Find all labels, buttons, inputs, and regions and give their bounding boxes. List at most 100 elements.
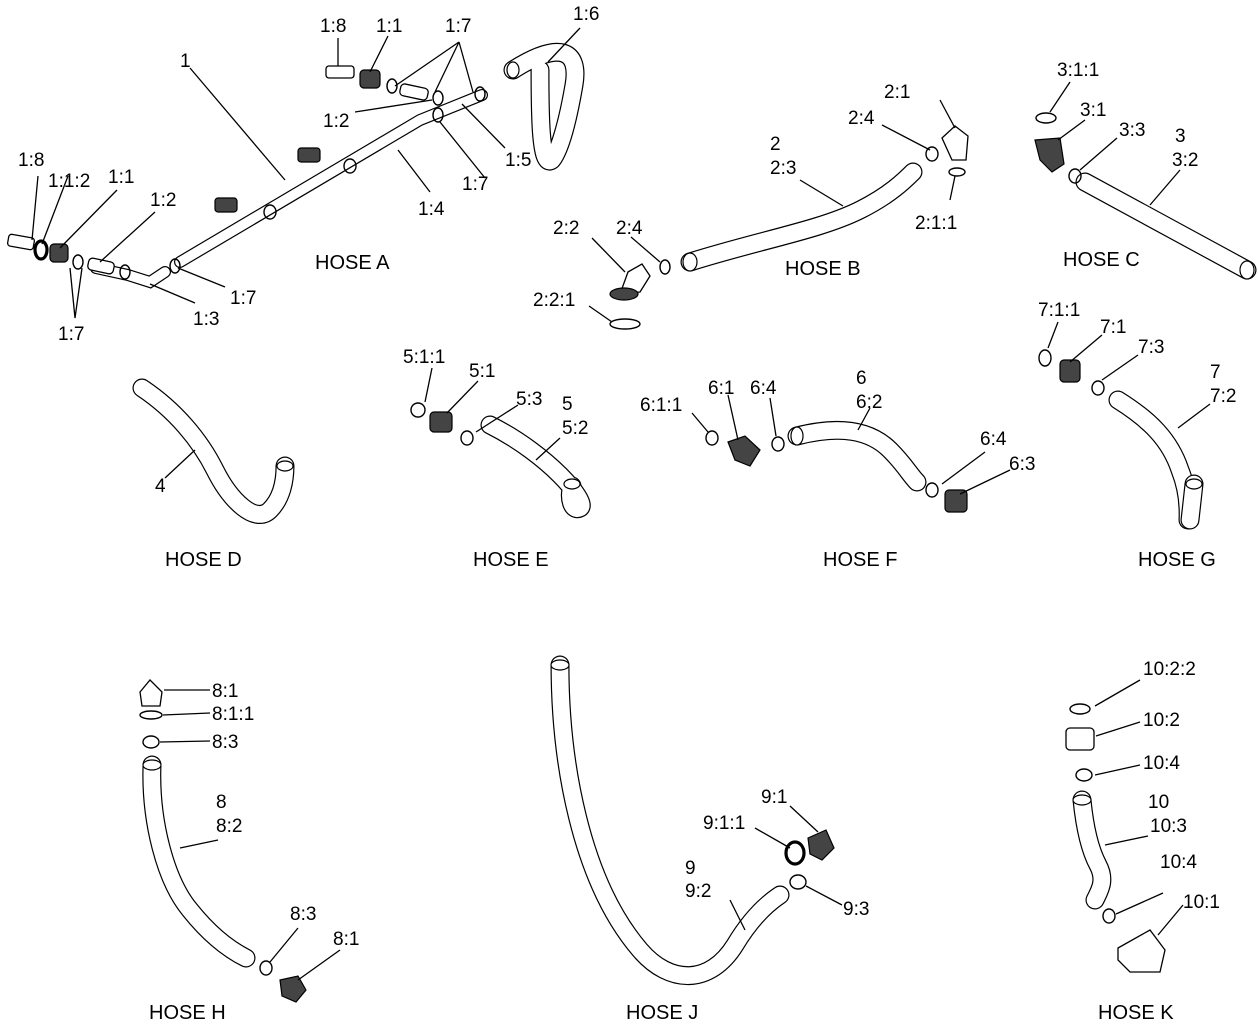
- hose-a-label-1-3: 1:3: [193, 309, 219, 330]
- hose-c-group: 3 3:1 3:1:1 3:2 3:3 HOSE C: [1034, 60, 1257, 280]
- hose-k-tube-end: [1072, 794, 1092, 806]
- hose-a-loop-end: [506, 61, 520, 79]
- hose-f-clamp-left: [771, 436, 785, 452]
- hose-k-clamp-bottom: [1102, 908, 1116, 924]
- hose-a-clamp-4: [263, 204, 277, 220]
- hose-h-clamp-top: [142, 735, 160, 749]
- hose-a-label-1-8-top: 1:8: [320, 16, 346, 37]
- hose-k-label-10-3: 10:3: [1150, 816, 1187, 837]
- hose-a-label-1-4: 1:4: [418, 199, 445, 220]
- hose-g-clamp: [1091, 380, 1105, 396]
- hose-k-fitting-10-1: [1117, 929, 1166, 973]
- hose-c-tube-inner: [1076, 173, 1256, 279]
- hose-a-tee-2: [297, 147, 321, 163]
- hose-k-title: HOSE K: [1098, 1002, 1174, 1024]
- hose-f-label-6: 6: [856, 368, 867, 389]
- hose-k-label-10-2: 10:2: [1143, 710, 1180, 731]
- hose-b-oring-2-2-1: [609, 318, 641, 330]
- hose-j-label-9-1-1: 9:1:1: [703, 813, 745, 834]
- hose-c-clamp: [1068, 168, 1082, 184]
- hose-b-label-2-3: 2:3: [770, 158, 796, 179]
- hose-a-top-fitting-1-1: [359, 69, 381, 89]
- hose-g-fitting-7-1: [1059, 359, 1081, 383]
- hose-j-group: 9 9:1 9:1:1 9:2 9:3 HOSE J: [550, 655, 869, 1024]
- hose-h-label-8-3-top: 8:3: [212, 732, 238, 753]
- hose-b-group: 2 2:1 2:1:1 2:2 2:2:1 2:3 2:4 2:4 HOSE B: [533, 82, 969, 330]
- hose-a-labels: 1 1:1 1:1 1:1:2 1:2 1:2 1:3 1:4 1:5 1:6 …: [18, 4, 599, 345]
- hose-c-title: HOSE C: [1063, 249, 1140, 271]
- hose-a-top-clamp-2: [432, 90, 444, 106]
- hose-a-clamp-3: [169, 258, 181, 274]
- hose-a-label-1-1-top: 1:1: [376, 16, 402, 37]
- hose-a-label-1: 1: [180, 51, 191, 72]
- hose-h-label-8-1-1: 8:1:1: [212, 704, 254, 725]
- hose-a-clamp-2: [119, 264, 131, 280]
- hose-k-label-10-2-2: 10:2:2: [1143, 659, 1196, 680]
- hose-b-oring-2-1-1: [948, 167, 966, 177]
- hose-h-leaders: [159, 689, 341, 981]
- hose-f-label-6-4: 6:4: [750, 378, 777, 399]
- hose-j-title: HOSE J: [626, 1002, 698, 1024]
- hose-c-label-3-3: 3:3: [1119, 120, 1145, 141]
- hose-f-leaders: [691, 394, 1011, 495]
- hose-b-leaders: [588, 99, 956, 323]
- hose-h-label-8-1-top: 8:1: [212, 681, 238, 702]
- hose-j-leaders: [729, 805, 843, 931]
- hose-g-label-7-1: 7:1: [1100, 317, 1126, 338]
- hose-c-tube-end: [1239, 260, 1255, 280]
- hose-b-tube-inner: [681, 163, 922, 271]
- hose-a-label-1-7-top: 1:7: [445, 16, 471, 37]
- hose-e-label-5: 5: [562, 394, 573, 415]
- hose-b-tube-end: [682, 252, 698, 272]
- hose-h-title: HOSE H: [149, 1002, 226, 1024]
- hose-h-labels: 8 8:1 8:1 8:1:1 8:2 8:3 8:3: [212, 681, 359, 950]
- hose-j-clamp-9-3: [789, 874, 807, 890]
- hose-j-label-9-2: 9:2: [685, 881, 711, 902]
- hose-e-label-5-1-1: 5:1:1: [403, 347, 445, 368]
- hose-k-clamp-top: [1075, 768, 1093, 782]
- hose-j-fitting-9-1: [807, 829, 835, 861]
- hose-d-title: HOSE D: [165, 549, 242, 571]
- hose-c-leaders: [1049, 81, 1181, 206]
- hose-g-tube-end-cap: [1185, 478, 1203, 490]
- hose-h-tube-end: [142, 759, 162, 771]
- hose-a-label-1-8: 1:8: [18, 150, 44, 171]
- hose-d-group: 4 HOSE D: [132, 378, 295, 571]
- hose-e-clamp: [460, 430, 474, 446]
- hose-a-clamp-6: [432, 107, 444, 123]
- hose-j-tube-inner: [551, 656, 789, 984]
- hose-e-title: HOSE E: [473, 549, 549, 571]
- hose-c-label-3: 3: [1175, 126, 1186, 147]
- hose-h-group: 8 8:1 8:1 8:1:1 8:2 8:3 8:3 HOSE H: [139, 679, 359, 1024]
- hose-f-label-6-4-right: 6:4: [980, 429, 1007, 450]
- hose-a-clamp-5: [343, 158, 357, 174]
- hose-e-tube-end: [563, 478, 581, 490]
- hose-f-label-6-3: 6:3: [1009, 454, 1035, 475]
- hose-f-label-6-1-1: 6:1:1: [640, 395, 682, 416]
- hose-a-loop-inner: [504, 44, 584, 170]
- hose-k-label-10-4-top: 10:4: [1143, 753, 1180, 774]
- hose-a-label-1-2-top: 1:2: [323, 111, 349, 132]
- hose-k-leaders: [1094, 679, 1184, 936]
- hose-j-label-9-3: 9:3: [843, 899, 869, 920]
- hose-c-oring-3-1-1: [1035, 112, 1057, 124]
- hose-a-label-1-7-right: 1:7: [230, 288, 256, 309]
- hose-e-label-5-2: 5:2: [562, 418, 588, 439]
- hose-k-tube-inner: [1073, 791, 1111, 909]
- hose-h-fitting-top-8-1: [139, 679, 163, 707]
- hose-a-label-1-1: 1:1: [108, 167, 134, 188]
- hose-k-oring-10-2-2: [1069, 703, 1091, 715]
- hose-b-label-2-4: 2:4: [616, 218, 643, 239]
- hose-b-labels: 2 2:1 2:1:1 2:2 2:2:1 2:3 2:4 2:4: [533, 82, 957, 311]
- hose-c-label-3-2: 3:2: [1172, 150, 1198, 171]
- hose-f-tube-inner: [788, 422, 926, 491]
- hose-h-label-8-2: 8:2: [216, 816, 242, 837]
- hose-g-labels: 7 7:1 7:1:1 7:2 7:3: [1038, 300, 1236, 407]
- hose-b-label-2-2: 2:2: [553, 218, 579, 239]
- hose-d-label-4: 4: [155, 476, 166, 497]
- hose-e-tube-inner: [481, 416, 590, 517]
- hose-c-fitting-3-1: [1034, 137, 1065, 173]
- hose-e-leaders: [424, 367, 561, 461]
- hose-a-label-1-2: 1:2: [150, 190, 176, 211]
- hose-g-tube-tail-inner: [1181, 475, 1203, 529]
